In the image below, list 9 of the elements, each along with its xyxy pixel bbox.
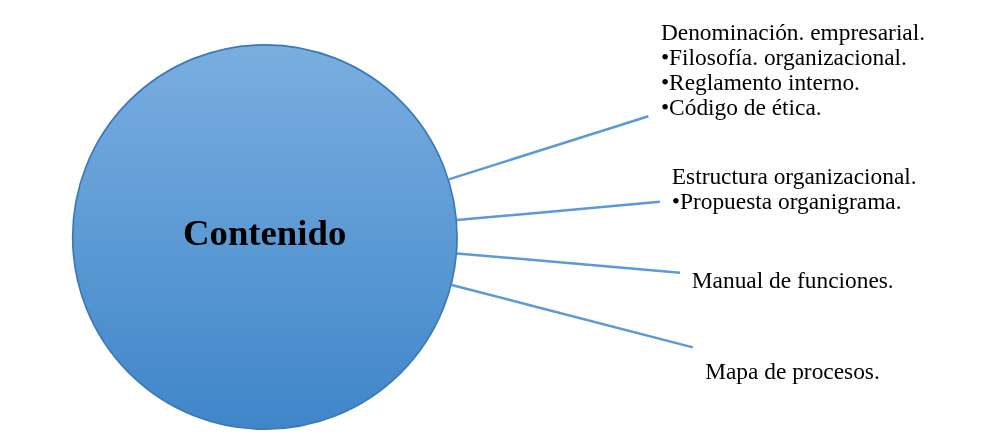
connector [451, 283, 694, 349]
node-circle: Contenido [71, 44, 458, 431]
node-text: Denominación. empresarial. •Filosofía. organizacional. •Reglamento interno. •Código de ética. [660, 19, 926, 121]
connector [448, 115, 649, 181]
node-text: Manual de funciones. [691, 267, 894, 294]
connector [456, 252, 681, 274]
node-text: Estructura organizacional. •Propuesta organigrama. [671, 162, 917, 214]
connector [456, 200, 660, 222]
node-text: Mapa de procesos. [705, 357, 880, 384]
